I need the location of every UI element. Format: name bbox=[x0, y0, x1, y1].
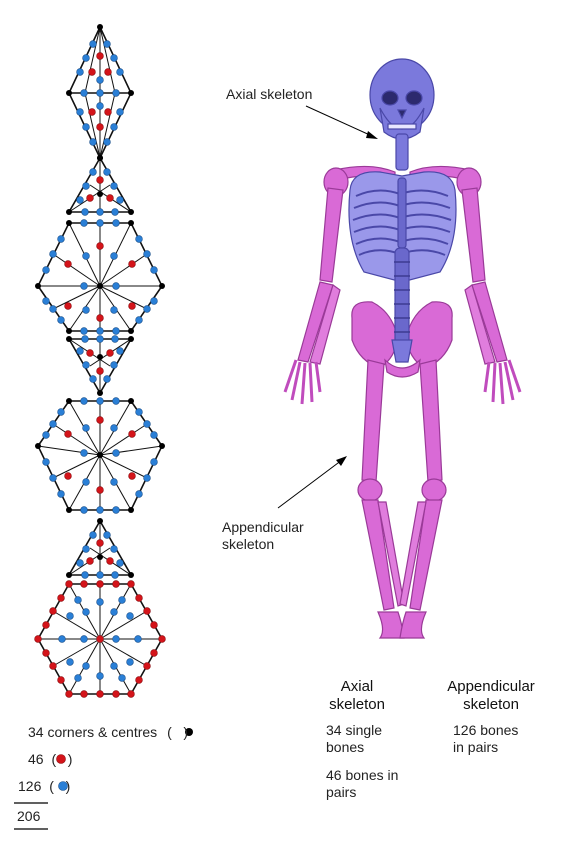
skeleton-illustration bbox=[283, 58, 522, 639]
triangle-upper-dots bbox=[66, 155, 134, 216]
label-axial-skeleton: Axial skeleton bbox=[226, 86, 313, 102]
legend-total: 206 bbox=[17, 808, 41, 824]
triangle-lower bbox=[67, 519, 133, 576]
legend-red-dot bbox=[56, 754, 66, 764]
label-appendicular-skeleton: Appendicular skeleton bbox=[222, 519, 304, 552]
legend-red-row: 46 ( ) bbox=[28, 751, 73, 767]
legend-black-text: corners & centres bbox=[47, 724, 158, 740]
appendicular-bones-in-pairs: 126 bones in pairs bbox=[453, 722, 519, 755]
legend-blue-dot bbox=[58, 781, 68, 791]
legend-red-count: 46 bbox=[28, 751, 44, 767]
annotation-arrows bbox=[277, 105, 378, 509]
header-axial: Axial skeleton bbox=[329, 678, 385, 713]
legend-black-row: 34 corners & centres ( ) bbox=[28, 724, 189, 740]
legend-blue-row: 126 ( ) bbox=[18, 778, 71, 794]
legend-black-count: 34 bbox=[28, 724, 44, 740]
triangle-middle-dots bbox=[66, 335, 134, 396]
legend-markers bbox=[14, 728, 193, 830]
hexagon-lower-dots bbox=[34, 580, 166, 698]
legend-blue-count: 126 bbox=[18, 778, 42, 794]
axial-bones bbox=[348, 58, 457, 363]
triangle-middle bbox=[67, 338, 133, 395]
triangle-upper bbox=[67, 156, 133, 213]
hexagon-middle-dots bbox=[35, 397, 165, 514]
triangle-lower-dots bbox=[66, 518, 134, 579]
header-appendicular: Appendicular skeleton bbox=[447, 678, 535, 713]
legend-black-dot bbox=[185, 728, 193, 736]
appendicular-bones bbox=[283, 165, 522, 639]
hexagon-upper-dots bbox=[35, 219, 165, 335]
axial-single-bones: 34 single bones bbox=[326, 722, 383, 755]
axial-bones-in-pairs: 46 bones in pairs bbox=[326, 767, 399, 800]
